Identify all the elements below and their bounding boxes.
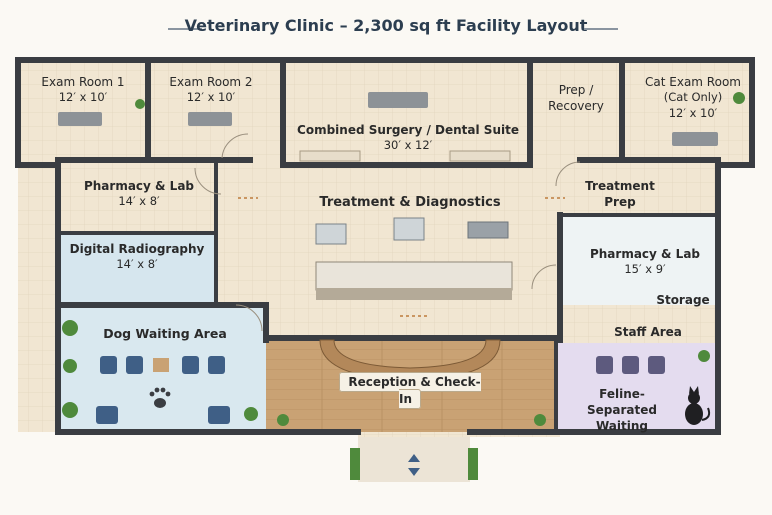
label-surgery-suite: Combined Surgery / Dental Suite 30′ x 12…	[290, 122, 526, 154]
treatment-prep-name: Treatment Prep	[585, 179, 655, 210]
treatment-island	[315, 261, 513, 291]
radiography-floor	[58, 235, 216, 303]
dog-waiting-name: Dog Waiting Area	[103, 326, 227, 341]
radiography-dim: 14′ x 8′	[116, 257, 158, 272]
label-exam-room-1: Exam Room 1 12′ x 10′	[22, 74, 144, 106]
staff-area-name: Staff Area	[614, 325, 682, 339]
exam-table-cat	[672, 132, 718, 146]
radiography-name: Digital Radiography	[69, 242, 205, 256]
label-radiography: Digital Radiography 14′ x 8′	[62, 241, 212, 273]
label-storage: Storage	[652, 292, 714, 308]
exam-table-2	[188, 112, 232, 126]
entrance-planter-right	[468, 448, 478, 480]
potted-plant-icon	[62, 92, 745, 426]
diagnostic-cart-2	[393, 217, 425, 241]
label-reception: Reception & Check-In	[330, 372, 490, 409]
label-exam-room-2: Exam Room 2 12′ x 10′	[150, 74, 272, 106]
surgery-counter-left	[299, 150, 361, 162]
pharmacy-right-floor	[560, 215, 718, 305]
prep-recovery-name: Prep / Recovery	[548, 83, 604, 114]
feline-waiting-name: Feline-Separated Waiting	[587, 387, 657, 434]
exam-room-1-name: Exam Room 1	[41, 75, 125, 89]
paw-print-icon	[149, 387, 171, 408]
label-prep-recovery: Prep / Recovery	[538, 82, 614, 114]
door-swings	[194, 133, 581, 332]
label-pharmacy-right: Pharmacy & Lab 15′ x 9′	[580, 246, 710, 278]
pharmacy-left-name: Pharmacy & Lab	[83, 179, 195, 193]
cat-silhouette-icon	[685, 386, 711, 425]
cat-exam-sub: (Cat Only)	[663, 90, 723, 105]
surgery-table	[368, 92, 428, 108]
exam-table-1	[58, 112, 102, 126]
dog-waiting-chairs	[96, 356, 230, 424]
surgery-suite-dim: 30′ x 12′	[383, 138, 433, 153]
pharmacy-left-dim: 14′ x 8′	[118, 194, 160, 209]
treatment-name: Treatment & Diagnostics	[319, 195, 501, 210]
label-pharmacy-left: Pharmacy & Lab 14′ x 8′	[70, 178, 208, 210]
label-treatment: Treatment & Diagnostics	[300, 194, 520, 212]
page-title: Veterinary Clinic – 2,300 sq ft Facility…	[184, 16, 588, 35]
storage-name: Storage	[656, 293, 710, 307]
title-rule-left	[168, 28, 202, 30]
surgery-suite-name: Combined Surgery / Dental Suite	[297, 123, 519, 137]
label-staff-area: Staff Area	[598, 324, 698, 340]
diagnostic-cart-1	[315, 223, 347, 245]
label-treatment-prep: Treatment Prep	[580, 178, 660, 210]
entrance-planter-left	[350, 448, 360, 480]
label-feline-waiting: Feline-Separated Waiting	[566, 386, 678, 435]
pharmacy-right-name: Pharmacy & Lab	[589, 247, 701, 261]
walls	[15, 57, 755, 435]
diagnostic-cart-3	[467, 221, 509, 239]
exam-room-1-dim: 12′ x 10′	[58, 90, 108, 105]
flow-arrows	[238, 197, 565, 317]
treatment-base	[316, 288, 512, 300]
cat-exam-name: Cat Exam Room	[645, 75, 741, 89]
reception-name: Reception & Check-In	[339, 372, 481, 409]
surgery-counter-right	[449, 150, 511, 162]
exam-room-2-name: Exam Room 2	[169, 75, 253, 89]
label-dog-waiting: Dog Waiting Area	[90, 326, 240, 343]
waiting-side-table	[153, 358, 169, 372]
cat-exam-dim: 12′ x 10′	[668, 105, 718, 120]
exam-room-2-dim: 12′ x 10′	[186, 90, 236, 105]
feline-waiting-chairs	[596, 356, 665, 374]
entrance-arrows-icon	[408, 454, 420, 476]
pharmacy-right-dim: 15′ x 9′	[624, 262, 666, 277]
label-cat-exam-room: Cat Exam Room (Cat Only) 12′ x 10′	[638, 74, 748, 121]
title-rule-right	[584, 28, 618, 30]
